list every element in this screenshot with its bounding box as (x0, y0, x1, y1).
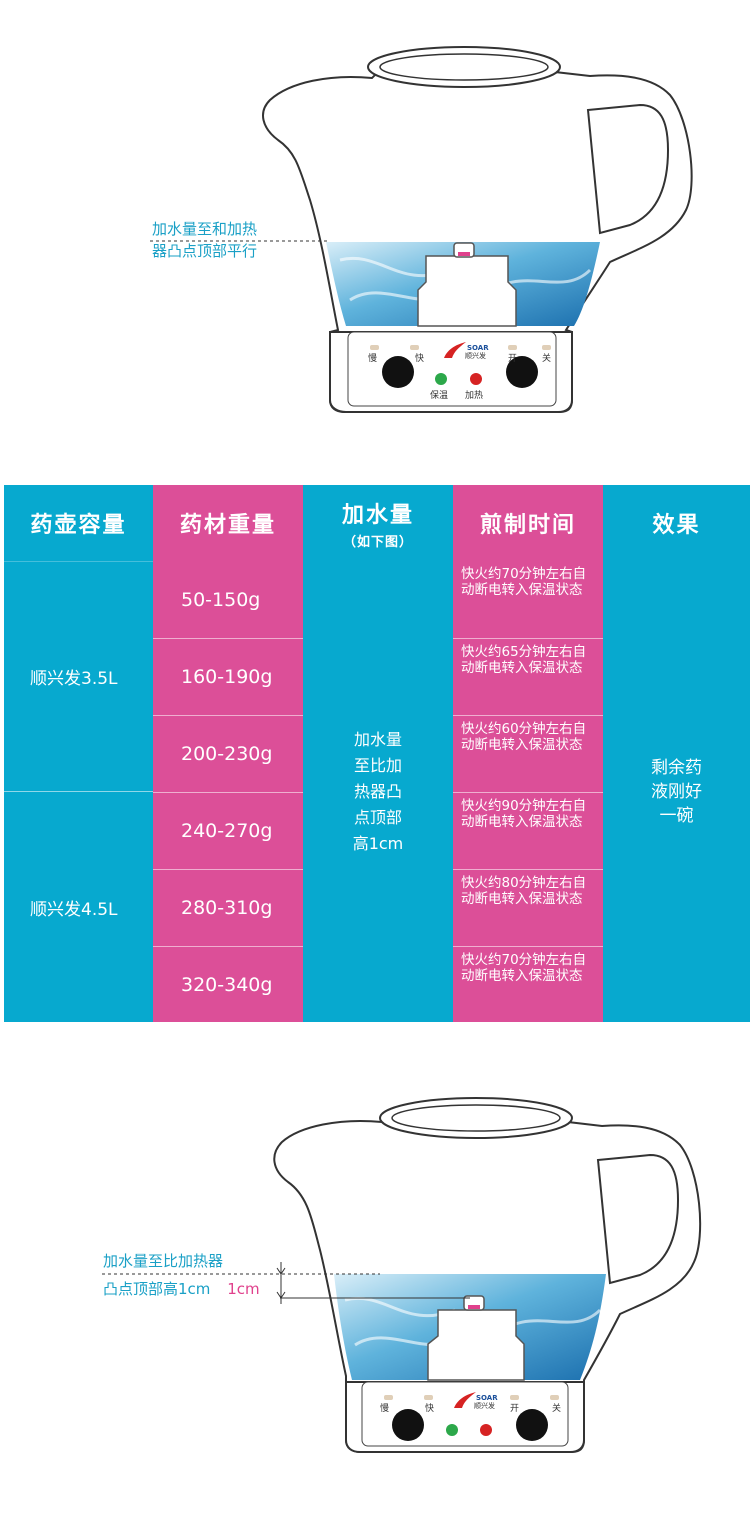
header-water-sub: （如下图） (342, 534, 413, 550)
brand-logo-icon (444, 342, 466, 358)
measure-label: 1cm (227, 1280, 260, 1298)
top-note-line-1: 加水量至和加热 (152, 220, 258, 238)
time-cell: 快火约70分钟左右自动断电转入保温状态 (461, 952, 587, 984)
weight-cell: 320-340g (181, 973, 273, 996)
effect-cell: 剩余药 液刚好 一碗 (603, 561, 750, 1022)
weight-cell: 200-230g (181, 743, 273, 765)
slow-label: 慢 (380, 1402, 389, 1414)
fast-label: 快 (415, 352, 424, 364)
weight-cell: 160-190g (181, 666, 273, 688)
bottom-note-line-1: 加水量至比加热器 (103, 1252, 224, 1270)
time-cell: 快火约60分钟左右自动断电转入保温状态 (461, 721, 587, 753)
kettle-illustration-2: SOAR 顺兴发 慢 快 开 关 (102, 1097, 702, 1453)
keep-warm-light (435, 373, 447, 385)
keep-warm-light (446, 1424, 458, 1436)
bottom-kettle-diagram: SOAR 顺兴发 慢 快 开 关 (0, 1090, 751, 1531)
fast-label: 快 (425, 1402, 434, 1414)
heating-label: 加热 (465, 389, 483, 401)
brand-latin: SOAR (467, 344, 489, 352)
heating-light (470, 373, 482, 385)
time-cell: 快火约90分钟左右自动断电转入保温状态 (461, 798, 587, 830)
bottom-water-level-note: 加水量至比加热器 凸点顶部高1cm 1cm (103, 1250, 260, 1300)
off-label: 关 (552, 1402, 561, 1414)
capacity-column: 药壶容量 顺兴发3.5L 顺兴发4.5L (4, 485, 153, 1022)
brand-latin: SOAR (476, 1394, 498, 1402)
time-column: 煎制时间 快火约70分钟左右自动断电转入保温状态 快火约65分钟左右自动断电转入… (453, 485, 603, 1022)
decoction-table: 药壶容量 顺兴发3.5L 顺兴发4.5L 药材重量 50-150g 160-19… (4, 485, 750, 1022)
keep-warm-label: 保温 (430, 389, 448, 401)
weight-cell: 50-150g (181, 588, 261, 611)
brand-cn: 顺兴发 (465, 351, 486, 360)
brand-cn: 顺兴发 (474, 1401, 495, 1410)
heating-light (480, 1424, 492, 1436)
slow-label: 慢 (368, 352, 377, 364)
water-line: 热器凸 (353, 781, 402, 801)
effect-line: 剩余药 (651, 757, 702, 778)
top-note-line-2: 器凸点顶部平行 (152, 242, 258, 260)
time-cell: 快火约80分钟左右自动断电转入保温状态 (461, 875, 587, 907)
effect-line: 一碗 (659, 805, 694, 826)
top-kettle-diagram: SOAR 顺兴发 慢 快 开 关 保温 加热 (0, 0, 751, 430)
off-label: 关 (542, 352, 551, 364)
bottom-note-line-2-text: 凸点顶部高1cm (103, 1280, 211, 1298)
brand-logo-icon (454, 1392, 476, 1408)
top-water-level-note: 加水量至和加热 器凸点顶部平行 (152, 218, 257, 262)
water-line: 至比加 (353, 755, 402, 775)
water-line: 高1cm (352, 833, 404, 853)
header-water-title: 加水量 (341, 502, 414, 528)
capacity-cell-1: 顺兴发3.5L (30, 668, 118, 689)
water-cell: 加水量 至比加 热器凸 点顶部 高1cm (303, 561, 453, 1022)
capacity-cell-2: 顺兴发4.5L (30, 899, 118, 920)
header-water: 加水量 （如下图） (303, 485, 453, 561)
header-effect: 效果 (652, 513, 701, 538)
water-column: 加水量 （如下图） 加水量 至比加 热器凸 点顶部 高1cm (303, 485, 453, 1022)
header-capacity: 药壶容量 (30, 513, 127, 538)
on-label: 开 (510, 1403, 519, 1414)
effect-line: 液刚好 (651, 781, 702, 802)
effect-column: 效果 剩余药 液刚好 一碗 (603, 485, 750, 1022)
kettle-illustration: SOAR 顺兴发 慢 快 开 关 保温 加热 (150, 46, 693, 413)
weight-cell: 280-310g (181, 897, 273, 919)
on-off-knob[interactable] (516, 1409, 548, 1441)
water-line: 点顶部 (353, 807, 402, 827)
header-time: 煎制时间 (479, 513, 576, 538)
time-cell: 快火约70分钟左右自动断电转入保温状态 (461, 566, 587, 598)
weight-column: 药材重量 50-150g 160-190g 200-230g 240-270g … (153, 485, 303, 1022)
water-line: 加水量 (353, 729, 402, 749)
on-off-knob[interactable] (506, 356, 538, 388)
bottom-note-line-2: 凸点顶部高1cm 1cm (103, 1278, 260, 1300)
slow-fast-knob[interactable] (392, 1409, 424, 1441)
time-cell: 快火约65分钟左右自动断电转入保温状态 (461, 644, 587, 676)
weight-cell: 240-270g (181, 820, 273, 842)
slow-fast-knob[interactable] (382, 356, 414, 388)
header-weight: 药材重量 (179, 513, 276, 538)
on-label: 开 (508, 353, 517, 364)
